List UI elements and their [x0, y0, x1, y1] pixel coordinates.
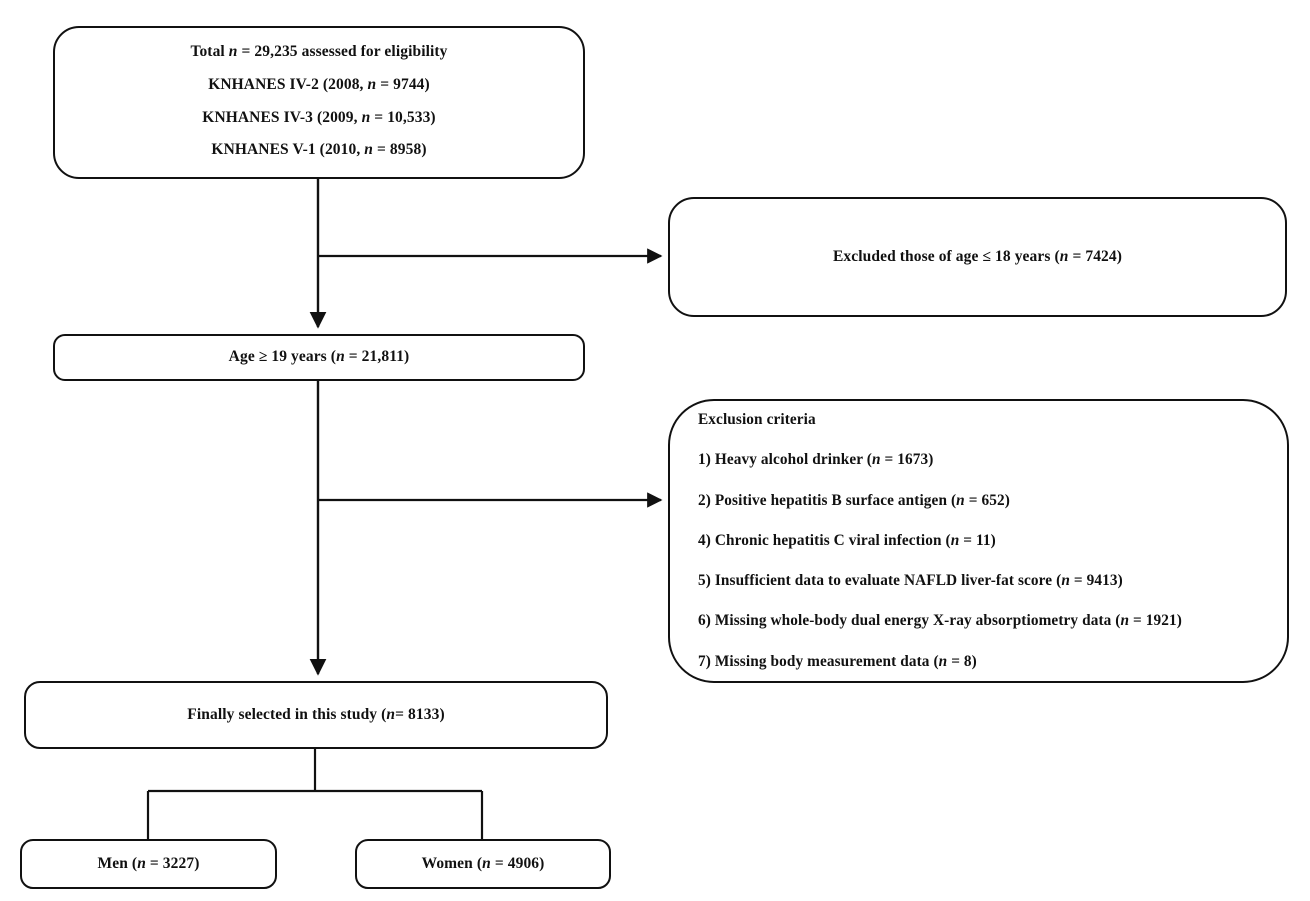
node-women: Women (n = 4906) [355, 839, 611, 889]
final-text: Finally selected in this study (n= 8133) [187, 705, 445, 723]
exclusion-item-5: 5) Insufficient data to evaluate NAFLD l… [698, 572, 1123, 590]
node-exclusion-criteria: Exclusion criteria 1) Heavy alcohol drin… [668, 399, 1289, 683]
excluded-age-text: Excluded those of age ≤ 18 years (n = 74… [832, 247, 1123, 265]
node-men: Men (n = 3227) [20, 839, 277, 889]
node-total-assessed: Total n = 29,235 assessed for eligibilit… [53, 26, 585, 179]
node-age-19-and-over: Age ≥ 19 years (n = 21,811) [53, 334, 585, 381]
women-text: Women (n = 4906) [421, 854, 545, 872]
exclusion-heading: Exclusion criteria [698, 411, 816, 428]
total-line-3: KNHANES IV-3 (2009, n = 10,533) [202, 108, 436, 126]
node-finally-selected: Finally selected in this study (n= 8133) [24, 681, 608, 749]
exclusion-item-1: 1) Heavy alcohol drinker (n = 1673) [698, 451, 934, 469]
total-line-2: KNHANES IV-2 (2008, n = 9744) [208, 75, 430, 93]
exclusion-item-6: 6) Missing whole-body dual energy X-ray … [698, 612, 1182, 630]
exclusion-item-4: 4) Chronic hepatitis C viral infection (… [698, 531, 996, 549]
age19-text: Age ≥ 19 years (n = 21,811) [228, 348, 410, 366]
men-text: Men (n = 3227) [97, 854, 200, 872]
exclusion-item-2: 2) Positive hepatitis B surface antigen … [698, 491, 1010, 509]
exclusion-item-7: 7) Missing body measurement data (n = 8) [698, 652, 977, 670]
total-line-4: KNHANES V-1 (2010, n = 8958) [211, 141, 427, 159]
node-excluded-age: Excluded those of age ≤ 18 years (n = 74… [668, 197, 1287, 317]
total-line-1: Total n = 29,235 assessed for eligibilit… [190, 43, 448, 61]
